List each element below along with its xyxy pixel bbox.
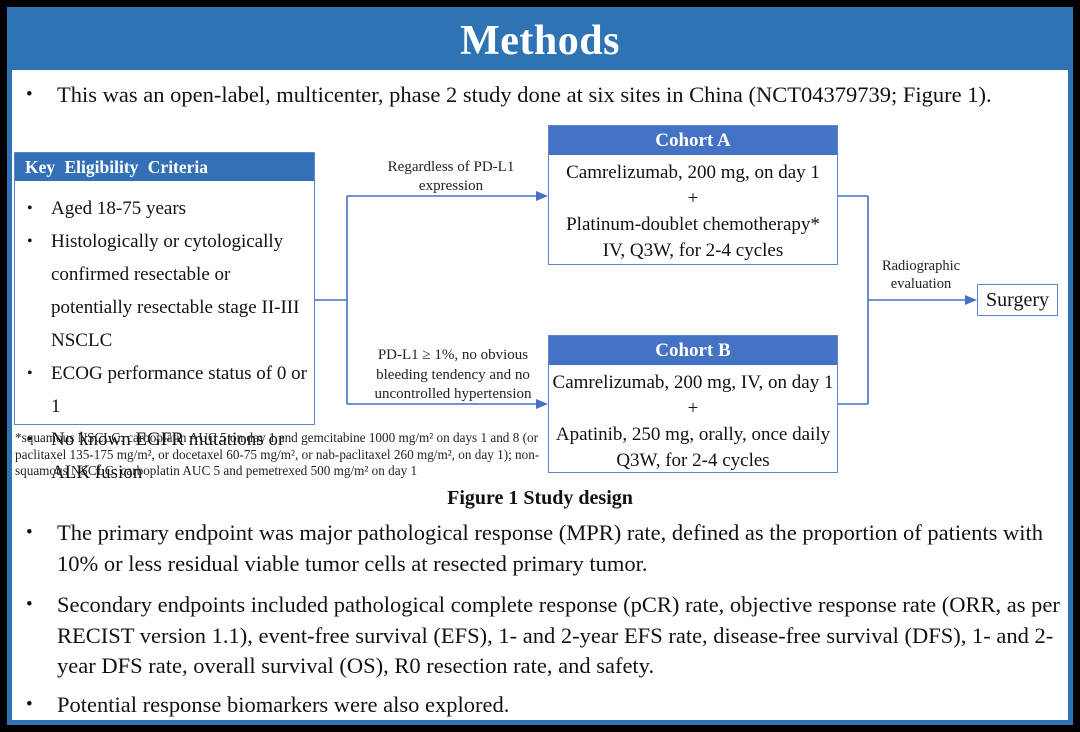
bullet-marker: •	[27, 233, 33, 250]
branch-label-cohort-b: PD-L1 ≥ 1%, no obvious bleeding tendency…	[374, 347, 532, 402]
secondary-endpoints-bullet: • Secondary endpoints included pathologi…	[26, 590, 1060, 682]
bullet-marker: •	[27, 431, 33, 448]
cohort-b-body: Camrelizumab, 200 mg, IV, on day 1 + Apa…	[549, 365, 837, 474]
cohort-a-header: Cohort A	[549, 126, 837, 155]
plus-sign: +	[687, 188, 699, 209]
plus-sign: +	[687, 398, 699, 419]
secondary-endpoints-text: Secondary endpoints included pathologica…	[57, 592, 1060, 678]
list-item: • ECOG performance status of 0 or 1	[21, 357, 308, 423]
cohort-a-line: IV, Q3W, for 2-4 cycles	[602, 240, 784, 261]
chemotherapy-footnote: *squamous NSCLC: carboplatin AUC 5 on da…	[15, 430, 540, 478]
cohort-a-line: Camrelizumab, 200 mg, on day 1	[566, 162, 820, 183]
branch-label-cohort-a: Regardless of PD-L1 expression	[387, 159, 515, 194]
cohort-a-line: Platinum-doublet chemotherapy*	[566, 214, 820, 235]
cohort-b-line: Apatinib, 250 mg, orally, once daily	[555, 424, 831, 445]
radiographic-evaluation-label: Radiographic evaluation	[881, 258, 961, 292]
bullet-marker: •	[27, 365, 33, 382]
cohort-a-arrowhead-icon	[536, 191, 548, 201]
biomarkers-bullet: • Potential response biomarkers were als…	[26, 690, 1060, 721]
surgery-label: Surgery	[986, 288, 1049, 311]
list-item: • Histologically or cytologically confir…	[21, 225, 308, 357]
primary-endpoint-text: The primary endpoint was major pathologi…	[57, 520, 1044, 576]
list-item: • No known EGFR mutations or ALK fusion	[21, 423, 308, 489]
cohort-b-header: Cohort B	[549, 336, 837, 365]
eligibility-box: Key Eligibility Criteria • Aged 18-75 ye…	[14, 152, 315, 483]
bullet-marker: •	[26, 522, 33, 543]
cohort-a-box: Cohort A Camrelizumab, 200 mg, on day 1 …	[548, 125, 838, 265]
cohort-a-body: Camrelizumab, 200 mg, on day 1 + Platinu…	[549, 155, 837, 264]
cohort-b-box: Cohort B Camrelizumab, 200 mg, IV, on da…	[548, 335, 838, 473]
bullet-marker: •	[26, 84, 33, 105]
surgery-box: Surgery	[977, 284, 1058, 316]
cohort-b-line: Camrelizumab, 200 mg, IV, on day 1	[552, 372, 834, 393]
eligibility-item-text: Aged 18-75 years	[51, 198, 187, 219]
eligibility-item-text: No known EGFR mutations or ALK fusion	[51, 429, 285, 483]
bullet-marker: •	[26, 694, 33, 715]
slide-title-banner: Methods	[12, 12, 1068, 70]
intro-bullet: • This was an open-label, multicenter, p…	[26, 80, 1060, 111]
list-item: • Aged 18-75 years	[21, 192, 308, 225]
figure-caption: Figure 1 Study design	[447, 487, 633, 509]
eligibility-list: • Aged 18-75 years • Histologically or c…	[15, 181, 314, 489]
biomarkers-text: Potential response biomarkers were also …	[57, 692, 510, 717]
eligibility-item-text: Histologically or cytologically confirme…	[51, 231, 300, 351]
eligibility-item-text: ECOG performance status of 0 or 1	[51, 363, 307, 417]
cohort-b-line: Q3W, for 2-4 cycles	[616, 450, 770, 471]
intro-bullet-text: This was an open-label, multicenter, pha…	[57, 82, 992, 107]
primary-endpoint-bullet: • The primary endpoint was major patholo…	[26, 518, 1060, 579]
eligibility-header: Key Eligibility Criteria	[15, 153, 314, 181]
surgery-arrowhead-icon	[965, 295, 977, 305]
slide-title: Methods	[460, 18, 620, 64]
methods-slide: Methods • This was an open-label, multic…	[7, 7, 1073, 725]
bullet-marker: •	[27, 200, 33, 217]
bullet-marker: •	[26, 594, 33, 615]
